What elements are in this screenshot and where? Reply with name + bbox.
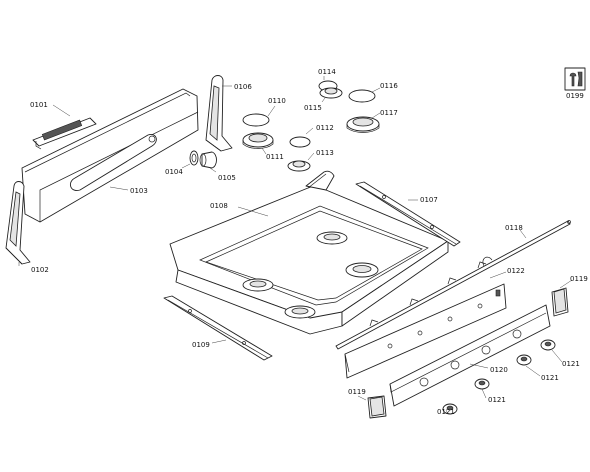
label-0199: 0199 (566, 92, 584, 100)
cooktop-burner-back-left (316, 231, 348, 245)
part-0110-burner-cap[interactable] (242, 105, 276, 127)
part-0105-knob-insert[interactable] (199, 151, 217, 173)
label-0117: 0117 (380, 109, 398, 117)
part-0104-cap[interactable] (181, 150, 199, 169)
cooktop-burner-back-right (345, 262, 379, 278)
label-0121-c: 0121 (541, 374, 559, 382)
part-0121-knob-b[interactable] (474, 378, 490, 399)
part-0116-burner-cap[interactable] (348, 87, 381, 103)
label-0118: 0118 (505, 224, 523, 232)
part-0111-burner-base[interactable] (242, 132, 274, 155)
part-0122-valve-bracket[interactable] (344, 271, 507, 379)
part-0199-tool-icon[interactable] (564, 67, 586, 91)
part-0119-left-endcap[interactable] (357, 395, 387, 419)
cooktop-burner-front-left (242, 278, 274, 292)
part-0107-side-rail-right[interactable] (355, 181, 461, 247)
part-0121-knob-c[interactable] (516, 354, 541, 377)
part-0119-right-endcap[interactable] (551, 279, 573, 317)
part-0109-side-rail-left[interactable] (163, 295, 273, 361)
label-0121-a: 0121 (437, 408, 455, 416)
label-0121-d: 0121 (562, 360, 580, 368)
part-0120-control-panel[interactable] (389, 304, 551, 407)
part-0102-left-endcap[interactable] (5, 181, 31, 267)
label-0115: 0115 (304, 104, 322, 112)
label-0113: 0113 (316, 149, 334, 157)
label-0120: 0120 (490, 366, 508, 374)
label-0119-right: 0119 (570, 275, 588, 283)
label-0110: 0110 (268, 97, 286, 105)
label-0107: 0107 (420, 196, 438, 204)
part-0113-burner-base[interactable] (287, 152, 315, 172)
part-0115-burner-base[interactable] (319, 87, 343, 103)
label-0102: 0102 (31, 266, 49, 274)
label-0108: 0108 (210, 202, 228, 210)
label-0122: 0122 (507, 267, 525, 275)
part-0118-gas-manifold[interactable] (335, 220, 571, 350)
part-0117-burner-base[interactable] (346, 112, 381, 133)
label-0103: 0103 (130, 187, 148, 195)
label-0105: 0105 (218, 174, 236, 182)
part-0112-burner-cap[interactable] (289, 127, 314, 148)
part-0121-knob-a[interactable] (442, 403, 458, 415)
part-0108-cooktop[interactable] (169, 170, 449, 335)
label-0104: 0104 (165, 168, 183, 176)
label-0114: 0114 (318, 68, 336, 76)
part-0103-backguard[interactable] (21, 88, 199, 223)
part-0121-knob-d[interactable] (540, 339, 563, 363)
label-0111: 0111 (266, 153, 284, 161)
label-0119-left: 0119 (348, 388, 366, 396)
label-0121-b: 0121 (488, 396, 506, 404)
part-0106-right-endcap[interactable] (205, 75, 233, 152)
label-0112: 0112 (316, 124, 334, 132)
label-0101: 0101 (30, 101, 48, 109)
label-0116: 0116 (380, 82, 398, 90)
part-0101-control-board[interactable] (32, 104, 97, 150)
label-0106: 0106 (234, 83, 252, 91)
label-0109: 0109 (192, 341, 210, 349)
cooktop-burner-front-right (284, 305, 316, 319)
